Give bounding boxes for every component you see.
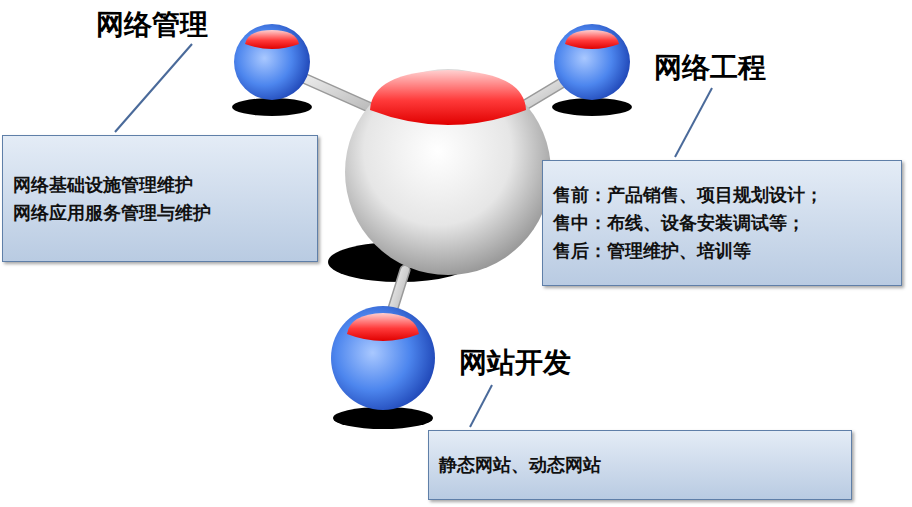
shadow bbox=[333, 407, 433, 429]
center-sphere bbox=[345, 69, 551, 275]
body-text: 售后：管理维护、培训等 bbox=[553, 237, 891, 265]
heading-label: 网络管理 bbox=[96, 6, 208, 44]
text-box: 网络管理网络基础设施管理维护网络应用服务管理与维护 bbox=[2, 135, 318, 262]
body-text: 静态网站、动态网站 bbox=[439, 451, 841, 479]
leader-line bbox=[675, 88, 712, 157]
sphere-cap bbox=[347, 313, 419, 341]
text-box: 网站开发静态网站、动态网站 bbox=[428, 430, 852, 500]
heading-label: 网站开发 bbox=[459, 344, 571, 382]
heading-label: 网络工程 bbox=[654, 49, 766, 87]
shadow bbox=[232, 98, 312, 116]
sphere-cap bbox=[245, 30, 299, 49]
sphere-cap bbox=[565, 30, 619, 49]
blue-sphere bbox=[234, 24, 310, 100]
leader-line bbox=[470, 385, 492, 427]
leader-line bbox=[115, 44, 192, 132]
body-text: 网络应用服务管理与维护 bbox=[13, 199, 307, 227]
body-text: 售中：布线、设备安装调试等； bbox=[553, 209, 891, 237]
blue-sphere bbox=[554, 24, 630, 100]
body-text: 网络基础设施管理维护 bbox=[13, 171, 307, 199]
shadow bbox=[552, 98, 632, 116]
text-box: 网络工程售前：产品销售、项目规划设计；售中：布线、设备安装调试等；售后：管理维护… bbox=[542, 160, 902, 286]
blue-sphere bbox=[331, 306, 435, 410]
sphere-cap bbox=[370, 70, 526, 125]
body-text: 售前：产品销售、项目规划设计； bbox=[553, 181, 891, 209]
